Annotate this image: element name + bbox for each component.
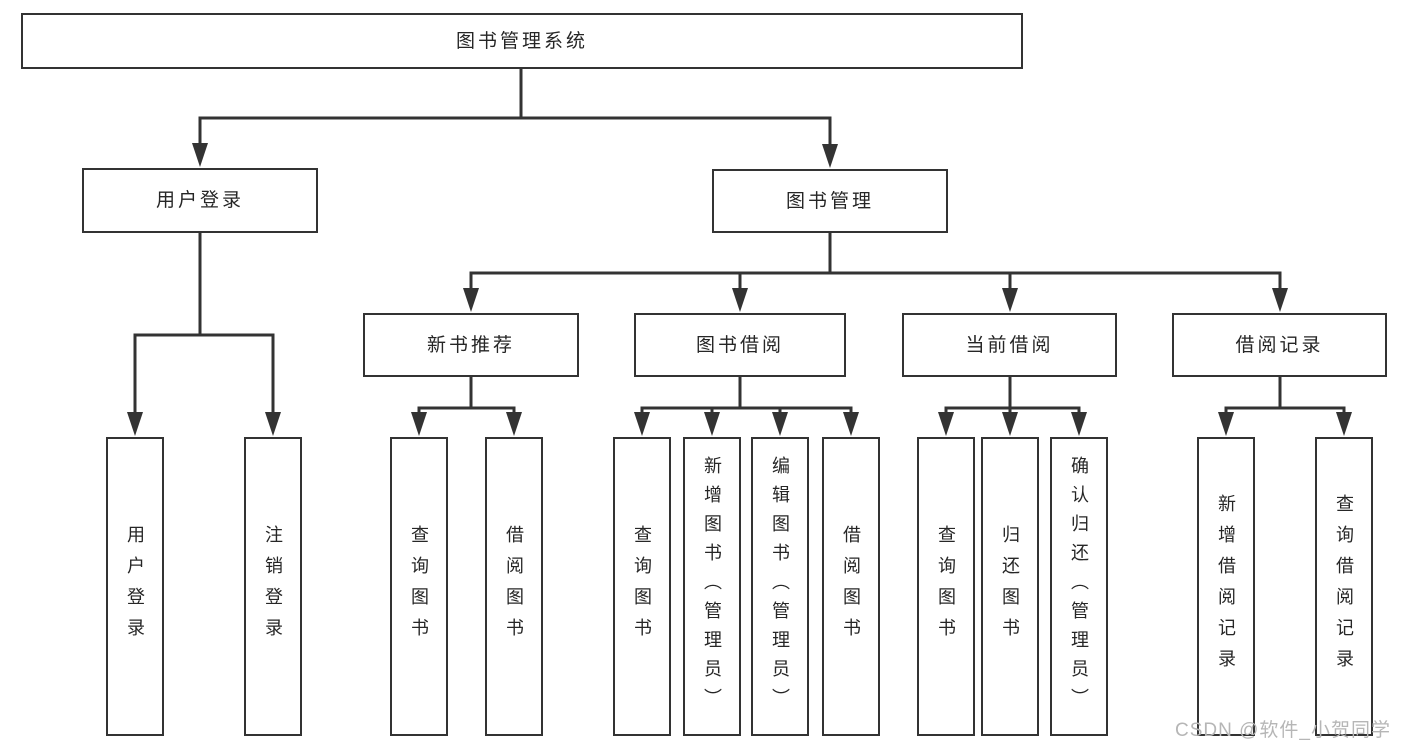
- node-query-books-borrowing: 查询图书: [613, 437, 671, 736]
- node-add-borrow-record: 新增借阅记录: [1197, 437, 1255, 736]
- node-query-books-recommend: 查询图书: [390, 437, 448, 736]
- node-confirm-return-admin: 确认归还（管理员）: [1050, 437, 1108, 736]
- node-edit-book-admin-label: 编辑图书（管理员）: [770, 456, 790, 717]
- node-current-borrowing: 当前借阅: [902, 313, 1117, 377]
- node-confirm-return-admin-label: 确认归还（管理员）: [1069, 456, 1089, 717]
- node-query-books-current: 查询图书: [917, 437, 975, 736]
- node-borrow-books-recommend-label: 借阅图书: [504, 524, 524, 649]
- node-book-borrowing: 图书借阅: [634, 313, 846, 377]
- node-return-book: 归还图书: [981, 437, 1039, 736]
- node-new-book-recommend: 新书推荐: [363, 313, 579, 377]
- node-borrow-books-leaf-label: 借阅图书: [841, 524, 861, 649]
- node-return-book-label: 归还图书: [1000, 524, 1020, 649]
- node-logout-leaf-label: 注销登录: [263, 524, 283, 649]
- node-add-book-admin: 新增图书（管理员）: [683, 437, 741, 736]
- node-library-management-system: 图书管理系统: [21, 13, 1023, 69]
- node-user-login-leaf-label: 用户登录: [125, 524, 145, 649]
- arrowheads: [127, 143, 1352, 436]
- node-query-borrow-record: 查询借阅记录: [1315, 437, 1373, 736]
- node-borrow-books-recommend: 借阅图书: [485, 437, 543, 736]
- node-edit-book-admin: 编辑图书（管理员）: [751, 437, 809, 736]
- node-logout-leaf: 注销登录: [244, 437, 302, 736]
- node-borrow-records: 借阅记录: [1172, 313, 1387, 377]
- node-query-books-current-label: 查询图书: [936, 524, 956, 649]
- node-query-borrow-record-label: 查询借阅记录: [1334, 493, 1354, 680]
- node-user-login-leaf: 用户登录: [106, 437, 164, 736]
- node-user-login: 用户登录: [82, 168, 318, 233]
- node-query-books-recommend-label: 查询图书: [409, 524, 429, 649]
- node-add-book-admin-label: 新增图书（管理员）: [702, 456, 722, 717]
- node-book-management: 图书管理: [712, 169, 948, 233]
- node-query-books-borrowing-label: 查询图书: [632, 524, 652, 649]
- node-add-borrow-record-label: 新增借阅记录: [1216, 493, 1236, 680]
- csdn-watermark: CSDN @软件_小贺同学: [1175, 720, 1391, 741]
- node-borrow-books-leaf: 借阅图书: [822, 437, 880, 736]
